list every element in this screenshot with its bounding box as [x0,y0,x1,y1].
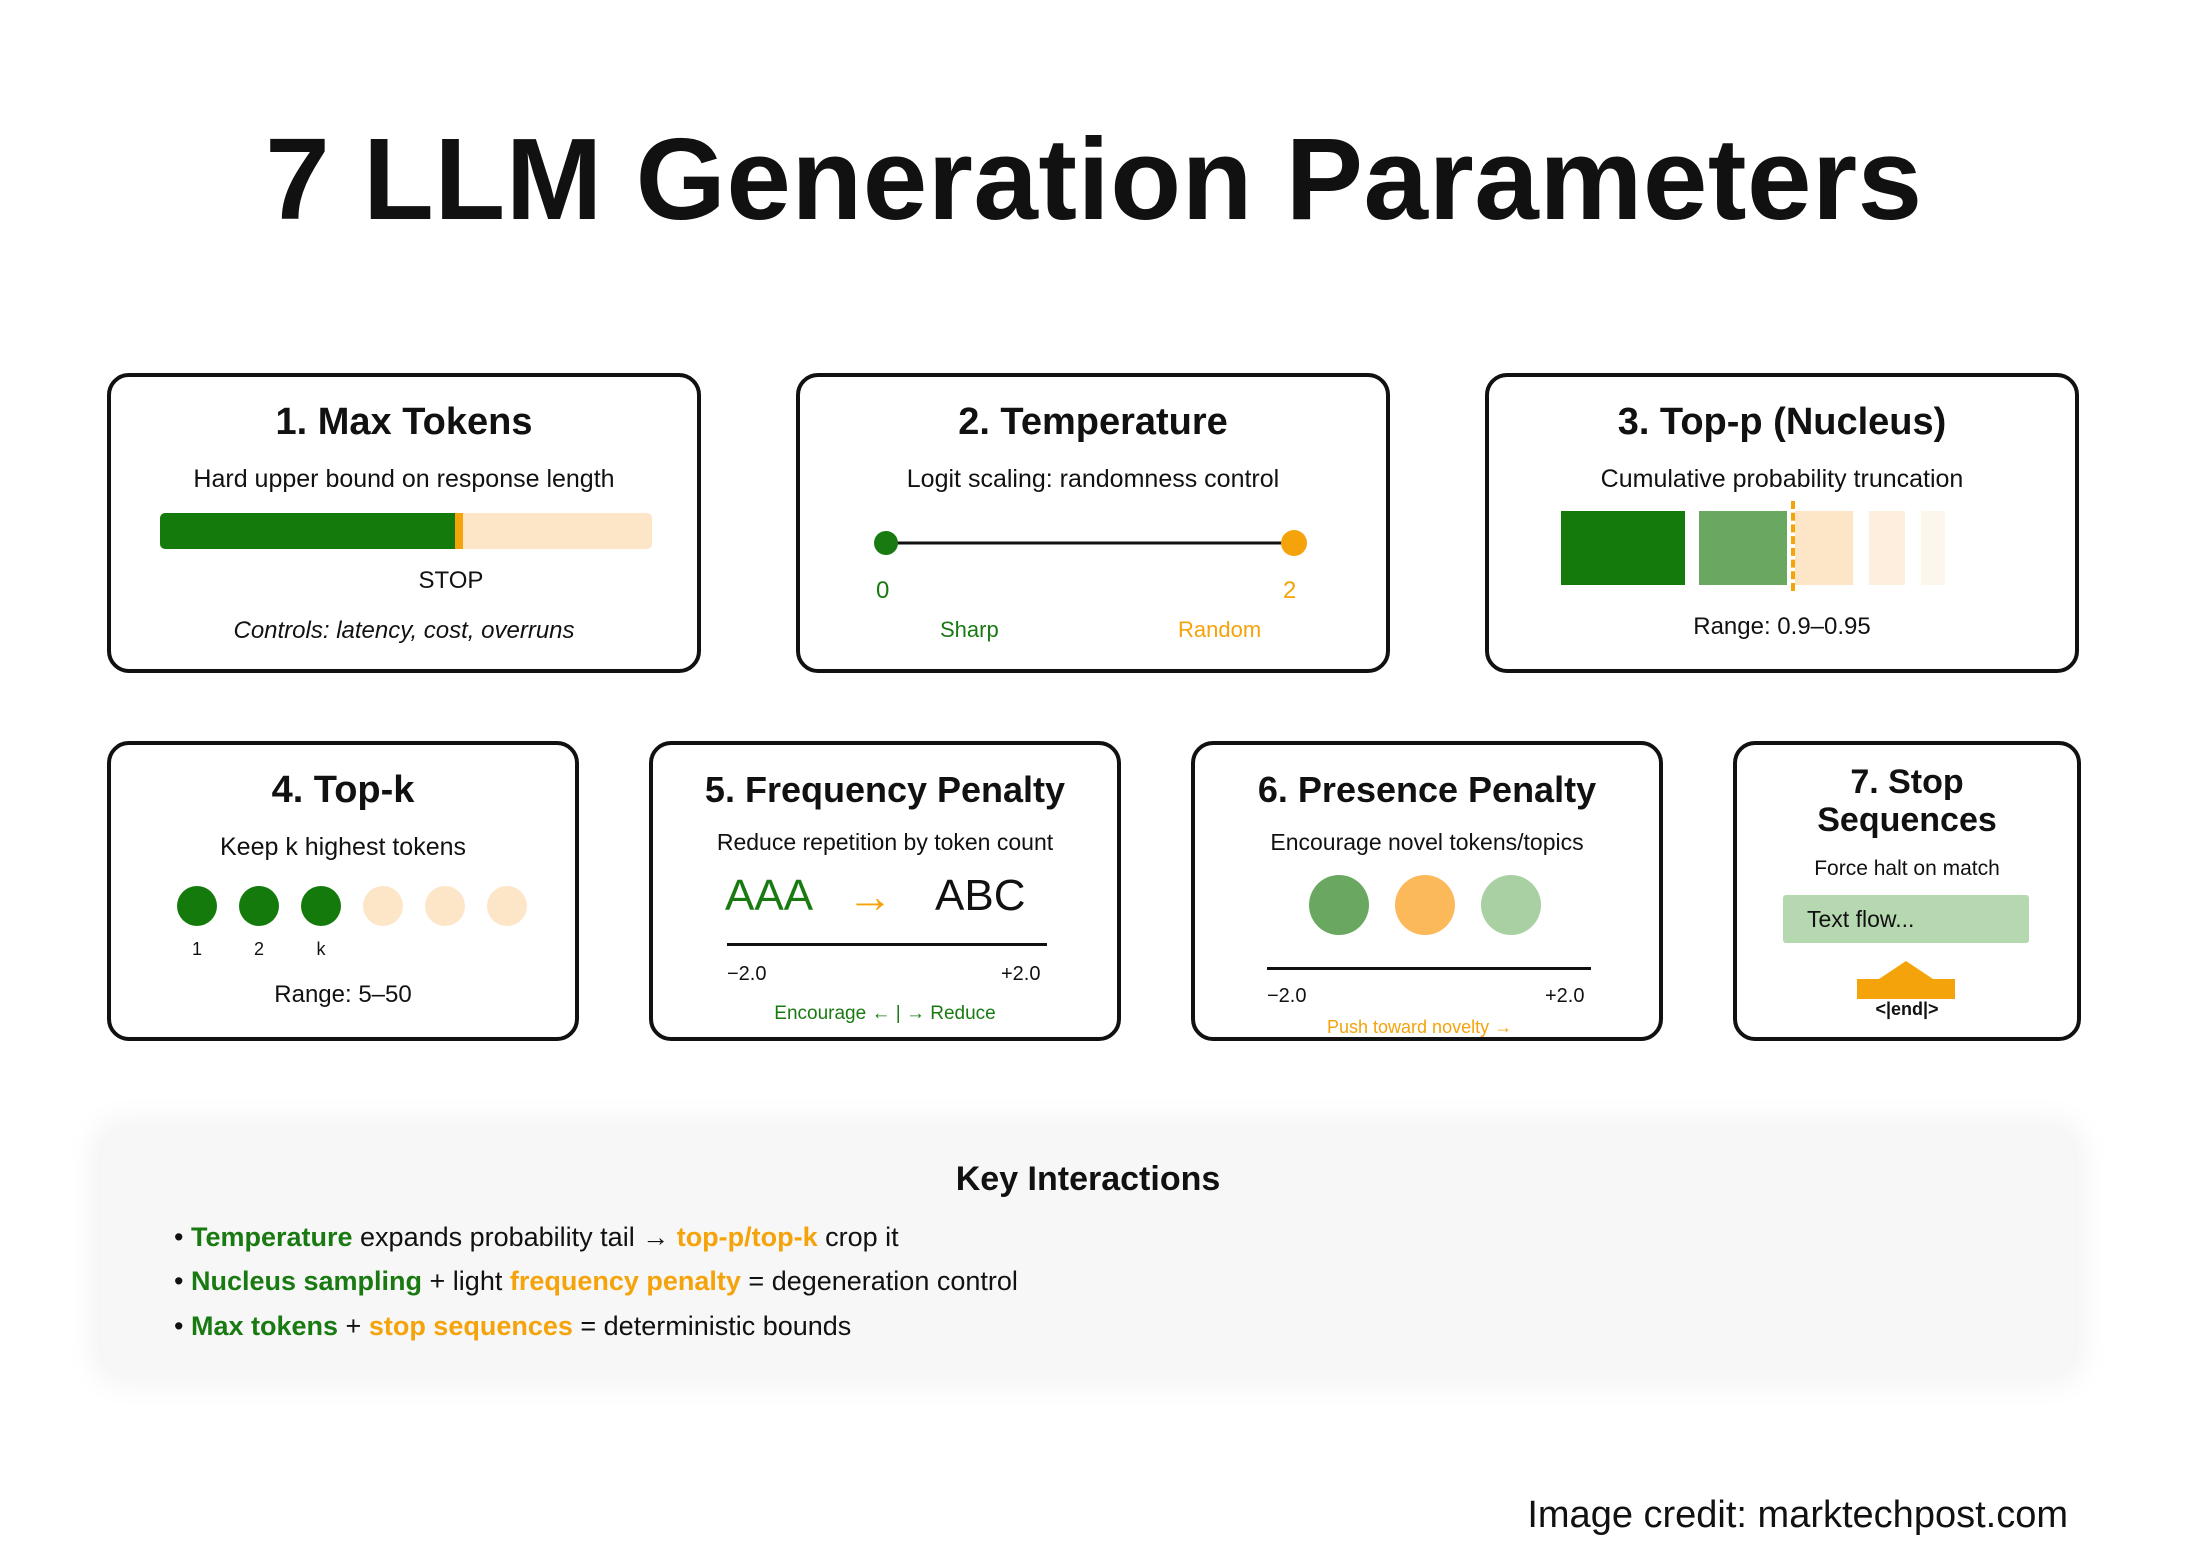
probability-block-5 [1921,511,1945,585]
token-rank-label: 2 [253,939,264,959]
card-title: 7. Stop [1850,763,1964,801]
stop-marker [455,513,463,549]
card-subtitle: Cumulative probability truncation [1600,465,1964,493]
card-frequency-penalty: 5. Frequency Penalty Reduce repetition b… [649,741,1121,1041]
image-credit: Image credit: marktechpost.com [1527,1494,2068,1536]
token-dot-dropped [363,886,403,926]
card-subtitle: Keep k highest tokens [220,833,466,861]
penalty-caption: Encourage ← | → Reduce [774,1003,996,1024]
card-subtitle: Logit scaling: randomness control [906,465,1280,493]
card-title: 6. Presence Penalty [1257,769,1597,810]
topic-circles [1309,875,1541,935]
novelty-caption: Push toward novelty → [1327,1017,1513,1037]
card-temperature: 2. Temperature Logit scaling: randomness… [796,373,1390,673]
card-title: 5. Frequency Penalty [704,769,1066,810]
temperature-min-label: 0 [876,577,890,604]
card-top-k: 4. Top-k Keep k highest tokens 1 2 k Ran… [107,741,579,1041]
penalty-min-label: −2.0 [727,963,767,985]
end-token-label: <|end|> [1875,999,1939,1019]
stop-label: STOP [418,567,484,594]
card-subtitle: Encourage novel tokens/topics [1270,829,1584,855]
token-rank-label: k [316,939,326,959]
key-interaction-line: • Nucleus sampling + light frequency pen… [174,1266,1018,1296]
temperature-max-label: 2 [1283,577,1297,604]
card-subtitle: Hard upper bound on response length [193,465,615,493]
token-usage-fill [160,513,455,549]
token-dot-dropped [425,886,465,926]
top-k-tokens [177,886,527,926]
token-dot-kept [177,886,217,926]
random-label: Random [1178,617,1262,642]
topic-circle [1309,875,1369,935]
key-interactions-title: Key Interactions [955,1160,1221,1198]
penalty-min-label: −2.0 [1267,985,1307,1007]
card-title: 4. Top-k [271,769,415,811]
topic-circle [1481,875,1541,935]
page-title: 7 LLM Generation Parameters [265,114,1923,244]
repeated-text-example: AAA [725,871,814,920]
temperature-min-dot [874,531,898,555]
penalty-axis [727,943,1047,946]
sharp-label: Sharp [940,617,999,642]
key-interaction-line: • Temperature expands probability tail →… [174,1222,899,1252]
penalty-max-label: +2.0 [1545,985,1585,1007]
stop-token-marker-icon [1857,961,1955,999]
penalty-max-label: +2.0 [1001,963,1041,985]
text-flow-box: Text flow... [1783,895,2029,943]
nucleus-cutoff-line [1791,501,1795,591]
card-title: 2. Temperature [958,401,1228,443]
card-subtitle: Reduce repetition by token count [716,829,1054,855]
card-subtitle: Force halt on match [1814,857,2000,880]
card-max-tokens: 1. Max Tokens Hard upper bound on respon… [107,373,701,673]
token-dot-kept [301,886,341,926]
key-interaction-line: • Max tokens + stop sequences = determin… [174,1311,852,1341]
token-dot-dropped [487,886,527,926]
temperature-scale [874,530,1307,556]
top-k-range: Range: 5–50 [274,981,412,1008]
temperature-max-dot [1281,530,1307,556]
top-p-range: Range: 0.9–0.95 [1693,613,1871,640]
probability-block-2 [1699,511,1787,585]
card-title: 3. Top-p (Nucleus) [1617,401,1947,443]
diverse-text-example: ABC [935,871,1026,920]
probability-block-4 [1869,511,1905,585]
text-flow-label: Text flow... [1807,906,1915,932]
card-presence-penalty: 6. Presence Penalty Encourage novel toke… [1191,741,1663,1041]
penalty-axis [1267,967,1591,970]
probability-block-3 [1795,511,1853,585]
key-interactions-panel: Key Interactions • Temperature expands p… [102,1130,2074,1374]
token-budget-bar [160,513,652,549]
card-title: 1. Max Tokens [275,401,533,443]
token-rank-label: 1 [191,939,202,959]
card-top-p: 3. Top-p (Nucleus) Cumulative probabilit… [1485,373,2079,673]
card-title: Sequences [1817,801,1997,839]
arrow-icon: → [847,870,893,922]
max-tokens-note: Controls: latency, cost, overruns [233,617,575,644]
card-stop-sequences: 7. Stop Sequences Force halt on match Te… [1733,741,2081,1041]
token-dot-kept [239,886,279,926]
topic-circle [1395,875,1455,935]
probability-block-1 [1561,511,1685,585]
